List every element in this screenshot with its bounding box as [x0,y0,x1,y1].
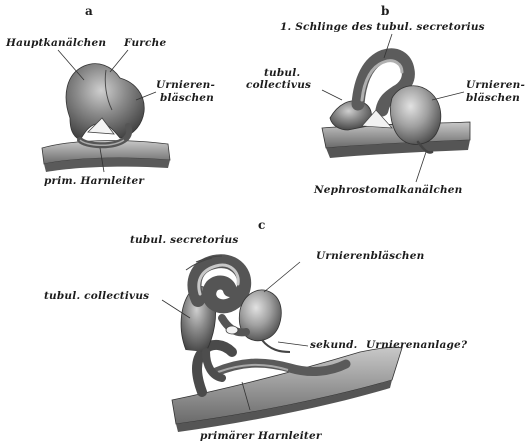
label-a-urnieren-1: Urnieren- [156,79,215,91]
label-primarer-harnleiter: primärer Harnleiter [200,430,322,442]
label-b-collectivus-2: collectivus [246,79,311,91]
label-b-collectivus-1: tubul. [264,67,300,79]
label-a-urnieren-2: bläschen [160,92,214,104]
label-b-urnieren-1: Urnieren- [466,79,525,91]
label-sekund: sekund. [310,339,358,351]
label-nephrostomal: Nephrostomalkanälchen [314,184,463,196]
label-c-secretorius: tubul. secretorius [130,234,238,246]
panel-b-drawing [322,55,470,158]
label-c-collectivus: tubul. collectivus [44,290,149,302]
label-prim-harnleiter: prim. Harnleiter [44,175,144,187]
label-furche: Furche [124,37,166,49]
label-b-urnieren-2: bläschen [466,92,520,104]
label-urnierenanlage: Urnierenanlage? [366,339,467,351]
label-hauptkanalchen: Hauptkanälchen [6,37,106,49]
label-urnierenblaschen: Urnierenbläschen [316,250,424,262]
label-schlinge: 1. Schlinge des tubul. secretorius [280,21,485,33]
panel-a-drawing [42,64,170,172]
